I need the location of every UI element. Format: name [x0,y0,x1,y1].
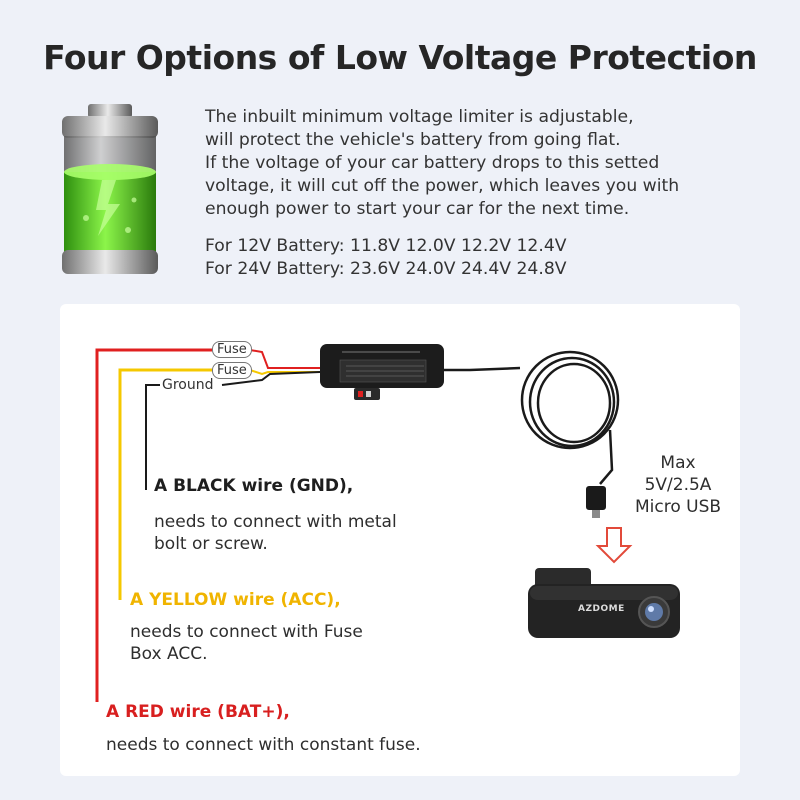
voltage-options: For 12V Battery: 11.8V 12.0V 12.2V 12.4V… [205,235,775,281]
cable-coil [520,350,620,450]
black-wire-title: A BLACK wire (GND), [154,476,354,496]
spec-line: Micro USB [634,497,722,517]
yellow-wire-desc: Box ACC. [130,644,208,664]
spec-line: 5V/2.5A [644,475,712,495]
description-line: The inbuilt minimum voltage limiter is a… [205,107,634,127]
red-wire-desc: needs to connect with constant fuse. [106,735,421,755]
red-wire [95,348,212,702]
voltage-24v: For 24V Battery: 23.6V 24.0V 24.4V 24.8V [205,259,567,279]
description: The inbuilt minimum voltage limiter is a… [205,106,775,221]
camera-brand: AZDOME [578,604,625,614]
micro-usb-plug [586,486,606,510]
yellow-wire-to-box [249,369,320,376]
yellow-wire-desc: needs to connect with Fuse [130,622,363,642]
down-arrow-icon [595,527,633,564]
description-line: If the voltage of your car battery drops… [205,153,660,173]
description-line: will protect the vehicle's battery from … [205,130,621,150]
black-wire-desc: bolt or screw. [154,534,268,554]
fuse-label: Fuse [212,362,252,379]
yellow-wire-title: A YELLOW wire (ACC), [130,590,341,610]
red-wire-title: A RED wire (BAT+), [106,702,290,722]
black-wire [145,384,160,490]
dash-camera [528,568,680,638]
red-wire-to-box [249,349,320,369]
spec-line: Max [660,453,696,473]
description-line: enough power to start your car for the n… [205,199,630,219]
fuse-label: Fuse [212,341,252,358]
page-title: Four Options of Low Voltage Protection [43,38,757,77]
output-spec: Max 5V/2.5A Micro USB [618,452,738,518]
battery-icon [62,104,158,274]
yellow-wire [118,368,212,600]
voltage-12v: For 12V Battery: 11.8V 12.0V 12.2V 12.4V [205,236,567,256]
black-wire-to-box [221,371,321,386]
black-wire-desc: needs to connect with metal [154,512,397,532]
ground-label: Ground [162,377,214,393]
description-line: voltage, it will cut off the power, whic… [205,176,680,196]
